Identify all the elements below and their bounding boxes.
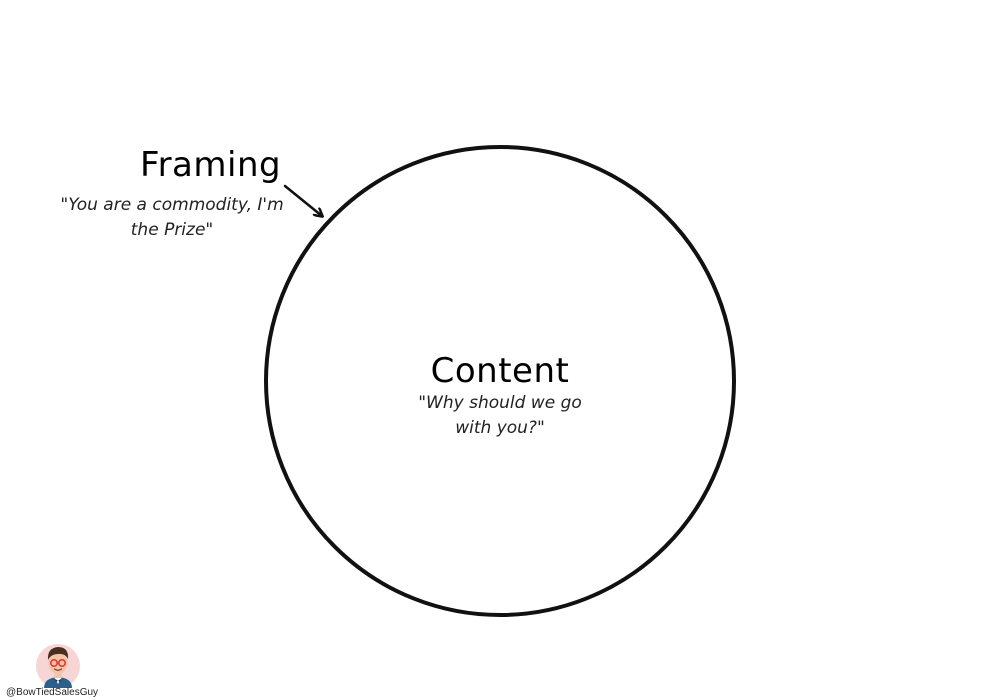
author-handle: @BowTiedSalesGuy (6, 687, 99, 698)
cartoon-man-avatar-icon (36, 644, 80, 688)
content-title: Content (430, 351, 570, 391)
framing-quote: "You are a commodity, I'm the Prize" (60, 195, 284, 240)
framing-title: Framing (140, 145, 282, 185)
content-quote: "Why should we go with you?" (418, 393, 582, 438)
arrow-down-right-icon (283, 184, 322, 216)
content-circle (264, 145, 736, 617)
